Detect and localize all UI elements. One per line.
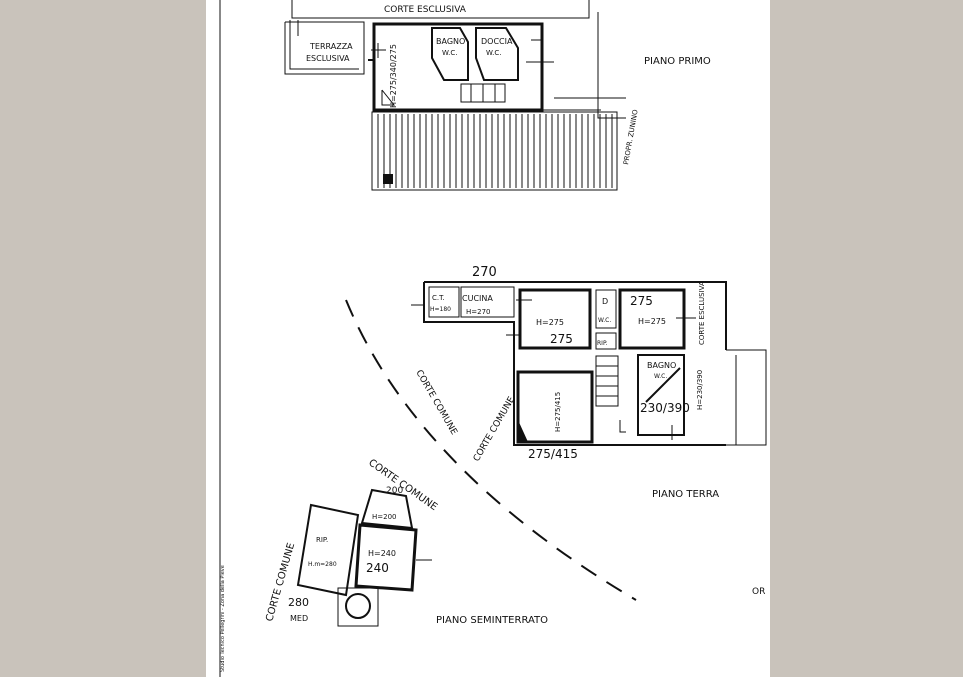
room2-height: H=275 [638, 317, 666, 326]
basement-rip-label: RIP. [316, 536, 328, 544]
rip-label: RIP. [597, 340, 608, 347]
basement-well [345, 593, 371, 619]
ground-room-3 [516, 370, 594, 444]
basement-well-box [337, 587, 379, 627]
basement-corte-label: CORTE COMUNE [264, 542, 297, 623]
room1-value: 275 [550, 332, 573, 346]
first-floor-room-height: H=275/340/275 [389, 44, 398, 108]
ct-label: C.T. [432, 294, 445, 302]
room3-height: H=275/415 [554, 392, 562, 432]
neighbour-label: PROPR. ZUNINO [622, 108, 640, 165]
room2-value: 275 [630, 294, 653, 308]
cucina-room [460, 286, 515, 318]
basement-upper-room [360, 488, 414, 530]
basement-title: PIANO SEMINTERRATO [436, 615, 548, 626]
ct-height: H=180 [430, 306, 451, 313]
ground-room-2 [618, 288, 686, 350]
basement-room [354, 523, 418, 592]
room1-height: H=275 [536, 318, 564, 327]
first-floor-corte-esclusiva: CORTE ESCLUSIVA [384, 5, 467, 15]
corte-comune-2: CORTE COMUNE [472, 395, 517, 464]
basement-rip [296, 503, 360, 597]
edge-text: OR [752, 587, 765, 597]
terrazza-label-2: ESCLUSIVA [306, 54, 350, 63]
ground-bagno-label-1: BAGNO [647, 361, 676, 370]
basement-dimension: 280 [288, 596, 309, 609]
first-floor-bagno-label-2: W.C. [442, 49, 457, 57]
first-floor-bagno [431, 27, 469, 81]
ground-corte-esclusiva: CORTE ESCLUSIVA [698, 281, 706, 345]
basement-upper-height: H=200 [372, 513, 397, 521]
basement-plan: CORTE COMUNE CORTE COMUNE RIP. H.m=280 H… [264, 457, 548, 627]
room3-value: 275/415 [528, 447, 578, 461]
small-wc-label: W.C. [598, 317, 611, 324]
small-wc [595, 289, 617, 329]
ground-floor-title: PIANO TERRA [652, 489, 719, 500]
floor-plan-drawing: Studio Tecnico Pellegrini - Zona della P… [219, 0, 767, 677]
ground-outline [423, 282, 726, 446]
floor-plan-sheet: Studio Tecnico Pellegrini - Zona della P… [206, 0, 770, 677]
ground-bagno [637, 354, 685, 436]
first-floor-doccia [475, 27, 519, 81]
ct-room [428, 286, 460, 318]
basement-dimension-suffix: MED [290, 614, 308, 623]
first-floor-bagno-label-1: BAGNO [436, 37, 465, 46]
first-floor-plan: CORTE ESCLUSIVA TERRAZZA ESCLUSIVA H=275… [284, 0, 711, 191]
first-floor-doccia-label-1: DOCCIA [481, 37, 513, 46]
bagno-height: H=230/390 [696, 370, 704, 410]
basement-rip-height: H.m=280 [308, 561, 337, 568]
terrazza-outline [284, 21, 365, 75]
d-label: D [602, 297, 608, 306]
ground-floor-plan: 270 C.T. H=180 CUCINA H=270 H=275 275 [411, 265, 767, 500]
cucina-label: CUCINA [462, 294, 493, 303]
first-floor-title: PIANO PRIMO [644, 56, 711, 67]
corte-comune-1: CORTE COMUNE [413, 369, 458, 438]
basement-room-height: H=240 [368, 549, 396, 558]
ground-top-dimension: 270 [472, 265, 497, 280]
cucina-height: H=270 [466, 308, 491, 316]
margin-text: Studio Tecnico Pellegrini - Zona della P… [220, 565, 226, 672]
first-floor-roof-hatch [371, 111, 618, 191]
ground-bagno-label-2: W.C. [654, 373, 667, 380]
first-floor-corte-boundary [291, 0, 590, 19]
roof-hatch-lines [377, 114, 613, 188]
first-floor-doccia-label-2: W.C. [486, 49, 501, 57]
stairs [595, 355, 619, 407]
bagno-value: 230/390 [640, 401, 690, 415]
basement-upper-value: 200 [386, 486, 403, 496]
basement-room-value: 240 [366, 561, 389, 575]
terrazza-label-1: TERRAZZA [309, 42, 353, 51]
ground-room-1 [518, 288, 592, 350]
